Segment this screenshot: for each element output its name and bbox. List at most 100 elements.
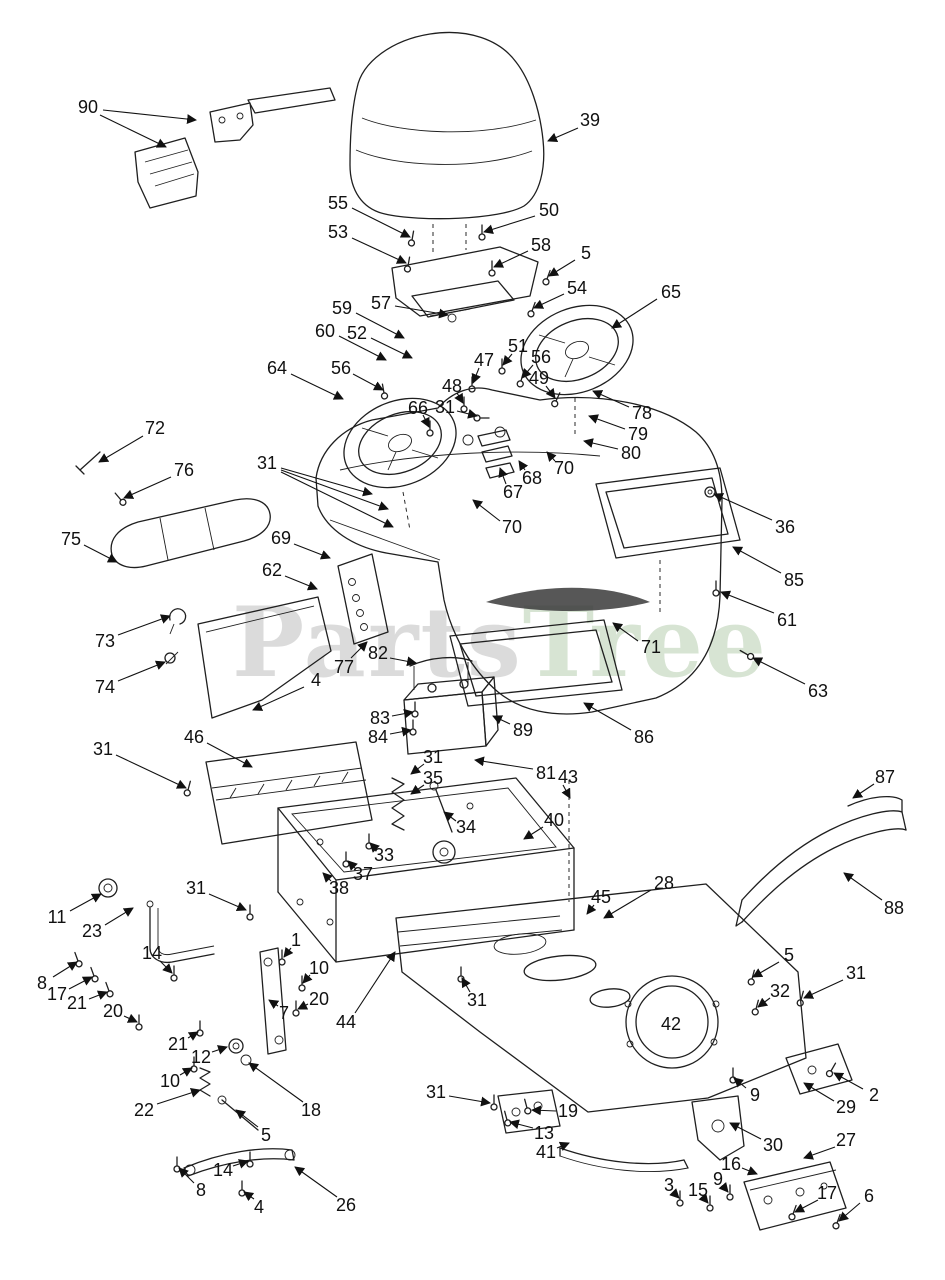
leader-line bbox=[611, 298, 658, 329]
callout-77: 77 bbox=[334, 657, 354, 677]
callout-3: 3 bbox=[664, 1175, 674, 1195]
leader-line bbox=[803, 1146, 836, 1160]
callout-18: 18 bbox=[301, 1100, 321, 1120]
callout-29: 29 bbox=[836, 1097, 856, 1117]
leader-line bbox=[117, 614, 171, 636]
leader-line bbox=[547, 127, 579, 142]
leader-line bbox=[322, 872, 333, 883]
leader-line bbox=[351, 237, 407, 264]
callout-55: 55 bbox=[328, 193, 348, 213]
callout-31: 31 bbox=[426, 1082, 446, 1102]
callout-82: 82 bbox=[368, 643, 388, 663]
stabilizer-rod bbox=[559, 1147, 689, 1173]
callout-5: 5 bbox=[784, 945, 794, 965]
callout-43: 43 bbox=[558, 767, 578, 787]
callout-34: 34 bbox=[456, 817, 476, 837]
leader-line bbox=[546, 451, 557, 462]
callout-53: 53 bbox=[328, 222, 348, 242]
callout-10: 10 bbox=[309, 958, 329, 978]
leader-line bbox=[531, 1105, 557, 1116]
callout-85: 85 bbox=[784, 570, 804, 590]
callout-4: 4 bbox=[254, 1197, 264, 1217]
idler-link bbox=[183, 1148, 296, 1177]
leader-line bbox=[208, 893, 247, 912]
callout-15: 15 bbox=[688, 1180, 708, 1200]
leader-line bbox=[115, 754, 187, 789]
leader-line bbox=[391, 708, 414, 719]
rear-frame-plate bbox=[395, 883, 807, 1113]
callout-79: 79 bbox=[628, 424, 648, 444]
leader-line bbox=[394, 305, 449, 319]
callout-80: 80 bbox=[621, 443, 641, 463]
callout-51: 51 bbox=[508, 336, 528, 356]
callout-31: 31 bbox=[186, 878, 206, 898]
callout-41: 41 bbox=[536, 1142, 556, 1162]
callout-42: 42 bbox=[661, 1014, 681, 1034]
callout-36: 36 bbox=[775, 517, 795, 537]
callout-64: 64 bbox=[267, 358, 287, 378]
callout-65: 65 bbox=[661, 282, 681, 302]
leader-line bbox=[583, 702, 632, 731]
callout-2: 2 bbox=[869, 1085, 879, 1105]
callout-9: 9 bbox=[750, 1085, 760, 1105]
callout-1: 1 bbox=[291, 930, 301, 950]
leader-line bbox=[211, 1045, 228, 1055]
bumper bbox=[735, 795, 907, 927]
callout-27: 27 bbox=[836, 1130, 856, 1150]
dash-bracket bbox=[337, 553, 389, 645]
leader-line bbox=[283, 946, 294, 958]
leader-line bbox=[448, 1095, 491, 1107]
leader-line bbox=[232, 1159, 249, 1169]
grommet-small bbox=[704, 486, 716, 498]
leader-line bbox=[729, 1122, 762, 1140]
callout-30: 30 bbox=[763, 1135, 783, 1155]
leader-line bbox=[586, 903, 597, 915]
leader-line bbox=[713, 493, 773, 521]
leader-line bbox=[833, 1072, 864, 1090]
lift-lever bbox=[217, 1095, 259, 1131]
callout-20: 20 bbox=[309, 989, 329, 1009]
leader-line bbox=[794, 1199, 819, 1213]
callout-78: 78 bbox=[632, 403, 652, 423]
callout-66: 66 bbox=[408, 398, 428, 418]
seat bbox=[349, 31, 545, 220]
seat-bracket bbox=[209, 87, 336, 143]
leader-line bbox=[206, 742, 253, 768]
callout-31: 31 bbox=[257, 453, 277, 473]
callout-50: 50 bbox=[539, 200, 559, 220]
leader-line bbox=[410, 763, 425, 775]
callout-83: 83 bbox=[370, 708, 390, 728]
callout-61: 61 bbox=[777, 610, 797, 630]
leader-line bbox=[843, 872, 883, 901]
callout-16: 16 bbox=[721, 1154, 741, 1174]
leader-line bbox=[354, 951, 396, 1014]
leader-line bbox=[483, 215, 536, 235]
callout-17: 17 bbox=[817, 1183, 837, 1203]
steering-bellows bbox=[477, 429, 515, 479]
callout-88: 88 bbox=[884, 898, 904, 918]
leader-line bbox=[88, 990, 108, 1000]
seat-plate bbox=[391, 246, 539, 323]
leader-line bbox=[252, 686, 305, 711]
hook-upper bbox=[169, 608, 187, 635]
leader-line bbox=[521, 364, 534, 379]
leader-line bbox=[472, 499, 501, 522]
leader-line bbox=[471, 367, 481, 384]
leader-line bbox=[294, 1166, 338, 1198]
leader-line bbox=[583, 438, 619, 450]
leader-line bbox=[410, 784, 425, 795]
leader-line bbox=[443, 811, 457, 822]
leader-line bbox=[351, 207, 411, 238]
callout-8: 8 bbox=[196, 1180, 206, 1200]
callout-12: 12 bbox=[191, 1047, 211, 1067]
leader-line bbox=[187, 1031, 199, 1041]
callout-84: 84 bbox=[368, 727, 388, 747]
leader-line bbox=[533, 293, 565, 309]
axle-bracket-right bbox=[785, 1043, 853, 1095]
steering-wheel-right bbox=[520, 304, 634, 396]
main-frame bbox=[277, 777, 575, 963]
callout-58: 58 bbox=[531, 235, 551, 255]
leader-line bbox=[83, 544, 118, 563]
callout-21: 21 bbox=[168, 1034, 188, 1054]
